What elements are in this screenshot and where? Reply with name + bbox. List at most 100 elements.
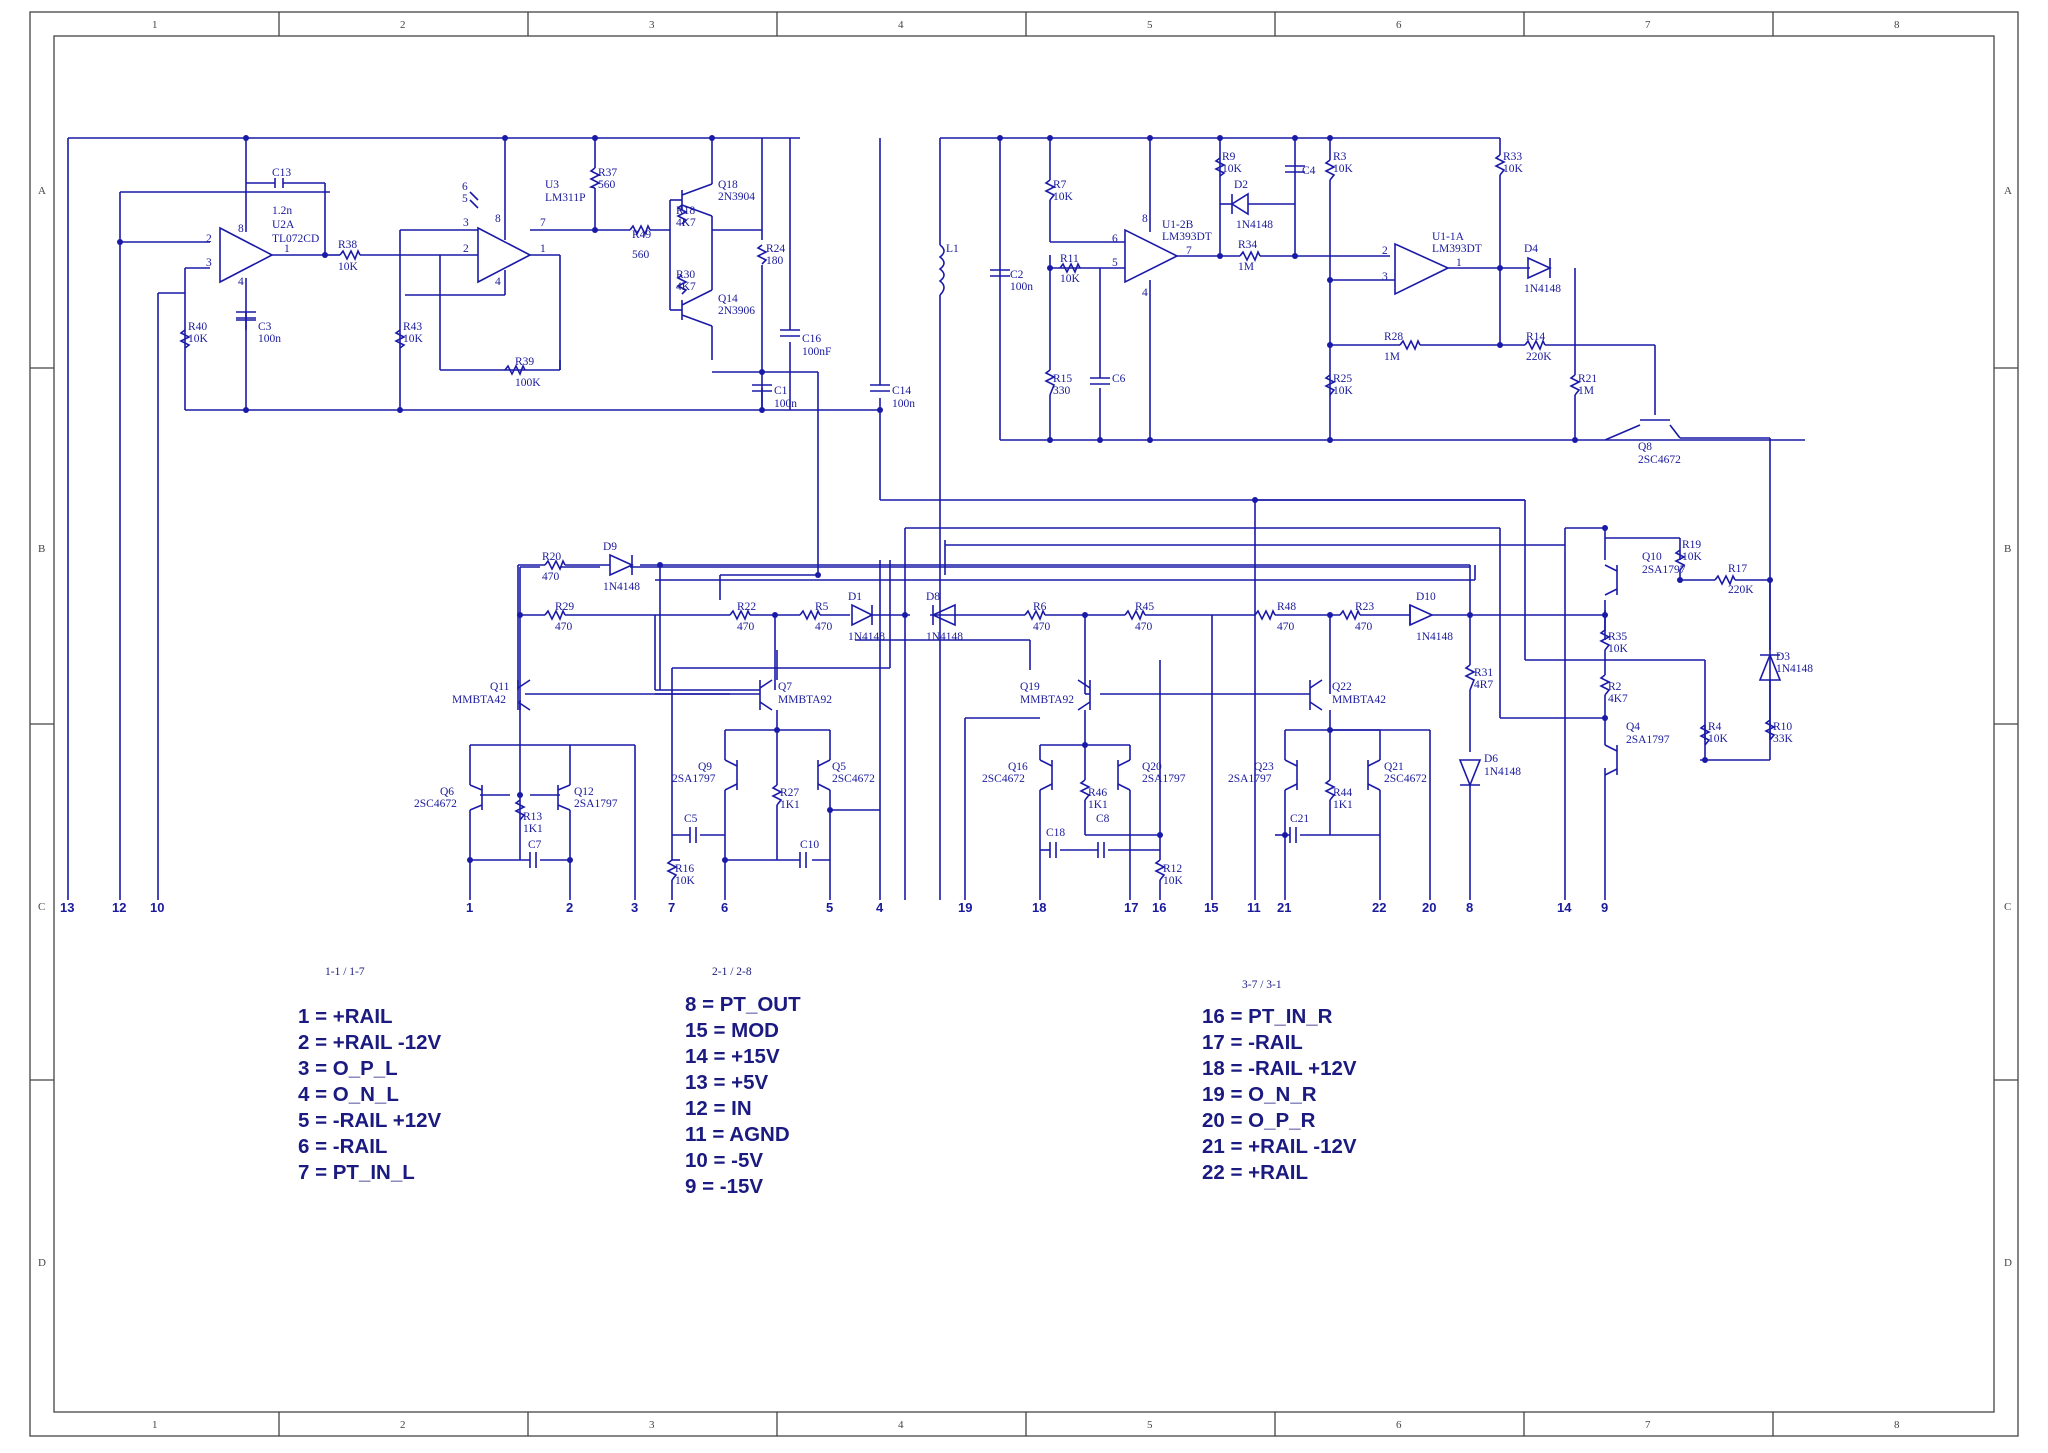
r19-ref: R19	[1682, 539, 1701, 551]
u2a-ref: U2A	[272, 219, 295, 231]
connector-pin: 5	[826, 900, 833, 915]
q18-ref: Q18	[718, 179, 738, 191]
junction-dots	[117, 135, 1773, 863]
zone-border	[30, 12, 2018, 1436]
d1-value: 1N4148	[848, 631, 885, 643]
r20-value: 470	[542, 571, 560, 583]
u1a-pin: 3	[1382, 271, 1388, 283]
zone-row-label: B	[2004, 543, 2011, 555]
r29-ref: R29	[555, 601, 574, 613]
c2-value: 100n	[1010, 281, 1033, 293]
r20-ref: R20	[542, 551, 561, 563]
r3-value: 10K	[1333, 163, 1354, 175]
r9-ref: R9	[1222, 151, 1236, 163]
legend-item: 4 = O_N_L	[298, 1083, 399, 1106]
r24-ref: R24	[766, 243, 785, 255]
connector-pin: 8	[1466, 900, 1473, 915]
connector-pin: 7	[668, 900, 675, 915]
r43-value: 10K	[403, 333, 424, 345]
u2a-value: TL072CD	[272, 233, 319, 245]
c6-ref: C6	[1112, 373, 1126, 385]
q20-ref: Q20	[1142, 761, 1162, 773]
r11-ref: R11	[1060, 253, 1079, 265]
c10-ref: C10	[800, 839, 819, 851]
d4-ref: D4	[1524, 243, 1538, 255]
connector-pin: 11	[1247, 900, 1261, 915]
d1-ref: D1	[848, 591, 862, 603]
q23-ref: Q23	[1254, 761, 1274, 773]
q5-value: 2SC4672	[832, 773, 875, 785]
r49-ref: R49	[632, 229, 651, 241]
r10-value: 33K	[1773, 733, 1794, 745]
d8-ref: D8	[926, 591, 940, 603]
c18-ref: C18	[1046, 827, 1065, 839]
connector-pin: 4	[876, 900, 884, 915]
legend-item: 22 = +RAIL	[1202, 1161, 1308, 1184]
connector-pin: 19	[958, 900, 972, 915]
legend-item: 9 = -15V	[685, 1175, 763, 1198]
r34-value: 1M	[1238, 261, 1254, 273]
zone-col-label: 1	[152, 19, 158, 31]
u1b-pin: 4	[1142, 287, 1148, 299]
u3-pin: 3	[463, 217, 469, 229]
r38-value: 10K	[338, 261, 359, 273]
legend-item: 16 = PT_IN_R	[1202, 1005, 1333, 1028]
r18-value: 4K7	[676, 217, 696, 229]
r44-ref: R44	[1333, 787, 1352, 799]
r33-value: 10K	[1503, 163, 1524, 175]
legend-item: 5 = -RAIL +12V	[298, 1109, 442, 1132]
zone-col-label: 8	[1894, 19, 1900, 31]
r25-ref: R25	[1333, 373, 1352, 385]
q8-value: 2SC4672	[1638, 454, 1681, 466]
zone-col-label: 7	[1645, 1419, 1651, 1431]
zone-row-label: A	[38, 185, 46, 197]
q6-value: 2SC4672	[414, 798, 457, 810]
r18-ref: R18	[676, 205, 695, 217]
r6-value: 470	[1033, 621, 1051, 633]
connector-pin: 17	[1124, 900, 1138, 915]
zone-col-label: 3	[649, 19, 655, 31]
q21-ref: Q21	[1384, 761, 1404, 773]
r48-value: 470	[1277, 621, 1295, 633]
zone-col-label: 6	[1396, 19, 1402, 31]
r43-ref: R43	[403, 321, 422, 333]
q7-value: MMBTA92	[778, 694, 832, 706]
q5-ref: Q5	[832, 761, 846, 773]
r35-value: 10K	[1608, 643, 1629, 655]
r12-value: 10K	[1163, 875, 1184, 887]
q23-value: 2SA1797	[1228, 773, 1272, 785]
r38-ref: R38	[338, 239, 357, 251]
connector-pin: 18	[1032, 900, 1046, 915]
r4-value: 10K	[1708, 733, 1729, 745]
c7-ref: C7	[528, 839, 542, 851]
r25-value: 10K	[1333, 385, 1354, 397]
zone-col-label: 8	[1894, 1419, 1900, 1431]
r13-value: 1K1	[523, 823, 543, 835]
r30-ref: R30	[676, 269, 695, 281]
r17-value: 220K	[1728, 584, 1754, 596]
d10-ref: D10	[1416, 591, 1436, 603]
u1a-pin: 2	[1382, 245, 1388, 257]
q4-ref: Q4	[1626, 721, 1640, 733]
d2-ref: D2	[1234, 179, 1248, 191]
connector-pin: 14	[1557, 900, 1572, 915]
q18-value: 2N3904	[718, 191, 755, 203]
r14-ref: R14	[1526, 331, 1545, 343]
u3-pin: 7	[540, 217, 546, 229]
zone-col-label: 5	[1147, 1419, 1153, 1431]
zone-col-label: 3	[649, 1419, 655, 1431]
r44-value: 1K1	[1333, 799, 1353, 811]
u1b-pin: 7	[1186, 245, 1192, 257]
zone-labels: 1 2 3 4 5 6 7 8 1 2 3 4 5 6 7 8 A B C D …	[38, 19, 2012, 1431]
legend-header-1: 1-1 / 1-7	[325, 966, 365, 978]
zone-col-label: 2	[400, 19, 406, 31]
legend-item: 8 = PT_OUT	[685, 993, 801, 1016]
connector-pin: 12	[112, 900, 126, 915]
q12-ref: Q12	[574, 786, 594, 798]
d10-value: 1N4148	[1416, 631, 1453, 643]
connector-pin: 1	[466, 900, 473, 915]
u1b-pin: 5	[1112, 257, 1118, 269]
u2a-pin: 3	[206, 257, 212, 269]
u2a-pin: 8	[238, 223, 244, 235]
